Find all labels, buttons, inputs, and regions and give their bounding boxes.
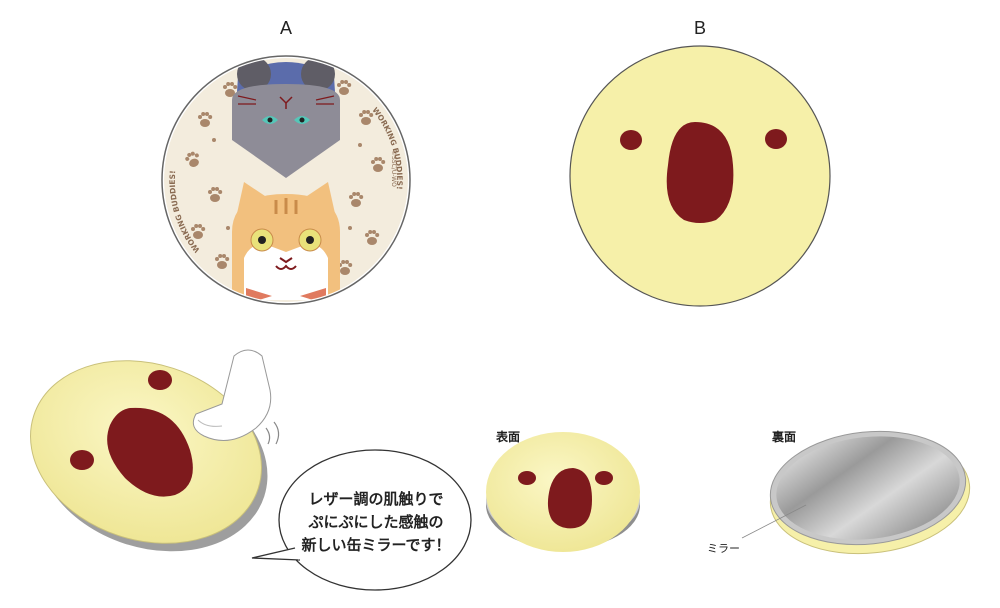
- design-b-badge: [569, 45, 831, 307]
- pressed-mirror: [30, 349, 280, 552]
- design-a-badge: [161, 55, 411, 305]
- bubble-line: 新しい缶ミラーです！: [301, 536, 451, 554]
- right-cheek: [765, 129, 787, 149]
- mirror-leader-line: [741, 504, 807, 539]
- gray-cat: [232, 58, 340, 178]
- design-a-label: A: [279, 18, 293, 38]
- speech-bubble: [251, 449, 472, 591]
- left-cheek: [620, 130, 642, 150]
- bubble-line: ぷにぷにした感触の: [308, 513, 444, 531]
- design-b-label: B: [693, 18, 707, 38]
- bubble-line: レザー調の肌触りで: [308, 490, 444, 508]
- orange-cat: [232, 182, 340, 302]
- bubble-text: レザー調の肌触りで ぷにぷにした感触の 新しい缶ミラーです！: [287, 488, 465, 557]
- mirror-surface: [776, 436, 960, 540]
- back-label: 裏面: [772, 430, 797, 444]
- paw-background: [164, 58, 408, 302]
- front-label: 表面: [496, 430, 521, 444]
- mouth: [666, 122, 734, 223]
- back-mirror: [741, 430, 971, 555]
- mirror-label: ミラー: [707, 542, 740, 555]
- front-mirror: [486, 432, 640, 552]
